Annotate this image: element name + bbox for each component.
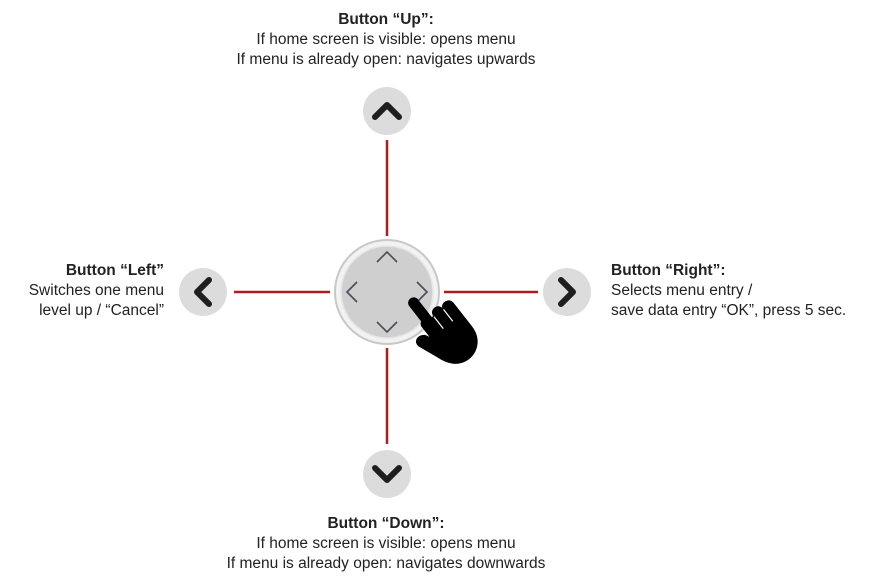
- left-button-line-1: Switches one menu: [28, 282, 164, 299]
- down-button-line-1: If home screen is visible: opens menu: [256, 535, 516, 552]
- dpad-chevron-up-icon: [376, 250, 398, 263]
- up-button[interactable]: [363, 87, 411, 135]
- chevron-left-icon: [194, 277, 212, 307]
- down-button[interactable]: [363, 450, 411, 498]
- chevron-down-icon: [372, 465, 402, 483]
- connector-lines: [234, 140, 538, 444]
- dpad-chevron-down-icon: [376, 321, 398, 334]
- up-button-title: Button “Up”:: [338, 11, 434, 28]
- up-button-description: Button “Up”: If home screen is visible: …: [186, 10, 586, 70]
- dpad-control[interactable]: [334, 239, 440, 345]
- chevron-right-icon: [558, 277, 576, 307]
- pointing-hand-icon: [408, 297, 478, 364]
- down-button-line-2: If menu is already open: navigates downw…: [226, 555, 546, 572]
- left-button-title: Button “Left”: [65, 262, 164, 279]
- up-button-line-2: If menu is already open: navigates upwar…: [236, 51, 536, 68]
- right-button-line-1: Selects menu entry /: [611, 282, 753, 299]
- right-button-title: Button “Right”:: [611, 262, 726, 279]
- up-button-line-1: If home screen is visible: opens menu: [256, 31, 516, 48]
- dpad-chevron-right-icon: [416, 281, 429, 303]
- down-button-title: Button “Down”:: [327, 515, 445, 532]
- right-button-description: Button “Right”: Selects menu entry / sav…: [611, 261, 872, 321]
- right-button[interactable]: [543, 268, 591, 316]
- down-button-description: Button “Down”: If home screen is visible…: [166, 514, 606, 574]
- left-button[interactable]: [179, 268, 227, 316]
- right-button-line-2: save data entry “OK”, press 5 sec.: [611, 302, 847, 319]
- chevron-up-icon: [372, 102, 402, 120]
- left-button-line-2: level up / “Cancel”: [39, 302, 164, 319]
- left-button-description: Button “Left” Switches one menu level up…: [0, 261, 164, 321]
- dpad-chevron-left-icon: [345, 281, 358, 303]
